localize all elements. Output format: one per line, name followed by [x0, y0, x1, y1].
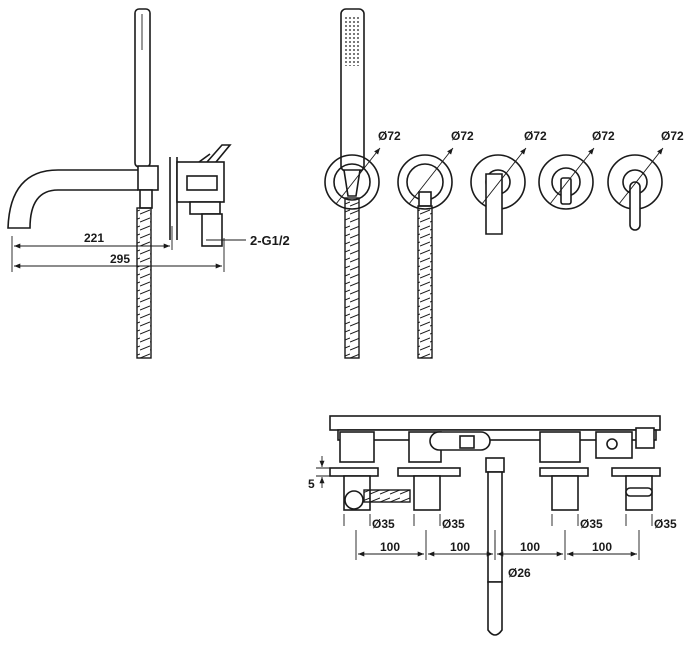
hand-shower-front [340, 8, 365, 197]
plate-diameter-2: Ø72 [451, 129, 474, 143]
top-view: 5 Ø35 Ø35 [308, 415, 677, 636]
plate-1: Ø72 [324, 129, 401, 359]
body-diameter-2: Ø35 [442, 517, 465, 531]
dim-plate-offset: 5 [308, 477, 315, 491]
body-diameters: Ø35 Ø35 Ø35 Ø35 [343, 514, 677, 531]
shower-holder [137, 165, 159, 209]
bath-spout [7, 169, 138, 229]
body-diameter-3: Ø35 [580, 517, 603, 531]
spacing-1: 100 [380, 540, 400, 554]
spout-diameter: Ø26 [508, 566, 531, 580]
dim-spout-reach: 221 [84, 231, 104, 245]
body-diameter-1: Ø35 [372, 517, 395, 531]
spacing-4: 100 [592, 540, 612, 554]
valve-body-1 [343, 475, 411, 511]
plate-diameter-1: Ø72 [378, 129, 401, 143]
connection-label: 2-G1/2 [250, 233, 290, 248]
plate-4: Ø72 [538, 129, 615, 210]
mounting-frame [329, 415, 661, 463]
shower-hose [136, 207, 152, 359]
hand-shower [134, 8, 151, 168]
plate-2: Ø72 [397, 129, 474, 359]
side-view: 221 295 2-G1/2 [7, 8, 290, 359]
spacing-2: 100 [450, 540, 470, 554]
valve-body-4 [625, 475, 653, 511]
valve-body [169, 144, 232, 247]
plate-3: Ø72 [470, 129, 547, 235]
plate-diameter-5: Ø72 [661, 129, 684, 143]
dim-total-length: 295 [110, 252, 130, 266]
plate-5: Ø72 [607, 129, 684, 231]
spacing-3: 100 [520, 540, 540, 554]
spacing-dimensions: 100 100 100 100 [355, 530, 640, 560]
valve-body-2 [413, 475, 441, 511]
body-diameter-4: Ø35 [654, 517, 677, 531]
plate-diameter-4: Ø72 [592, 129, 615, 143]
plate-diameter-3: Ø72 [524, 129, 547, 143]
front-view: Ø72 Ø72 Ø72 Ø72 [324, 8, 684, 359]
side-dimensions: 221 295 2-G1/2 [11, 226, 290, 272]
valve-body-3 [551, 475, 579, 511]
